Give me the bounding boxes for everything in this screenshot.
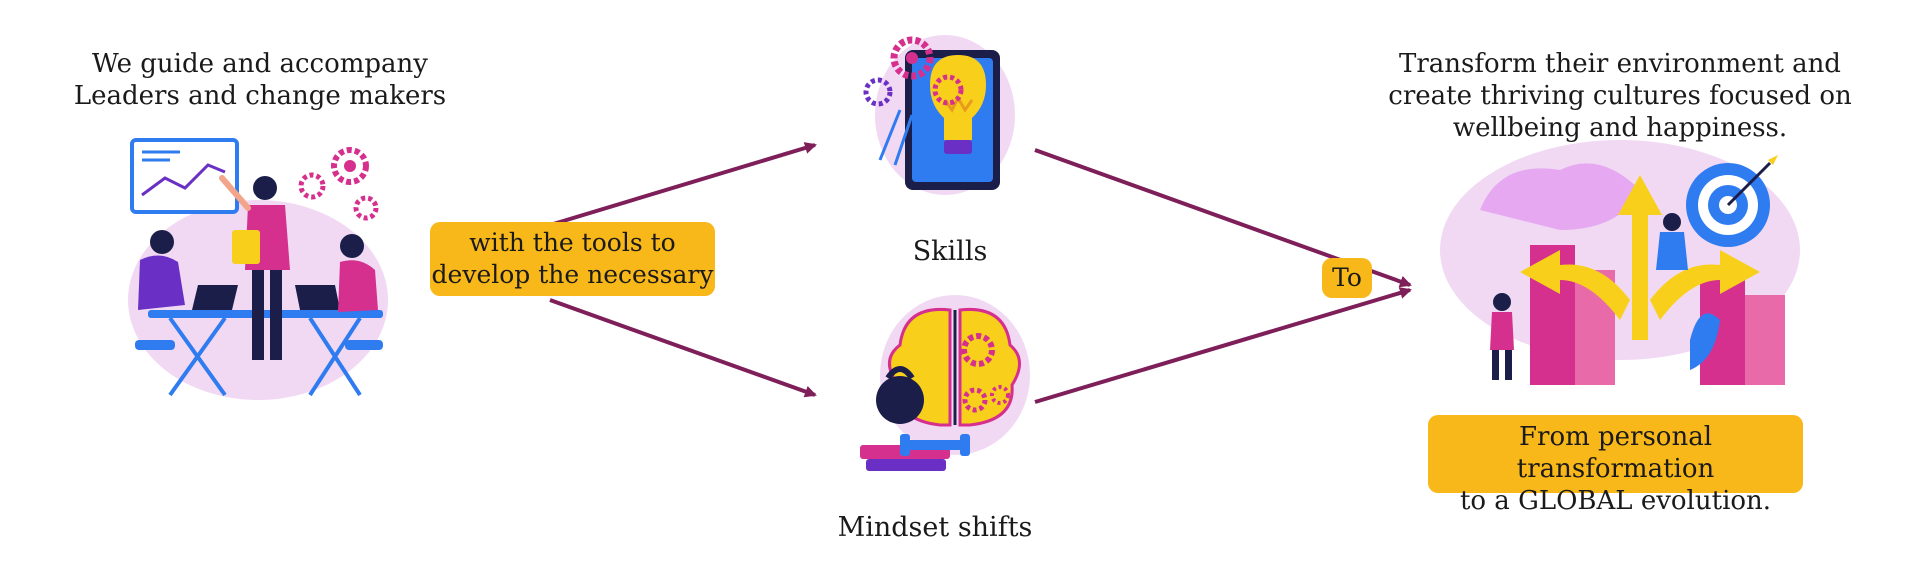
right-caption: Transform their environment and create t… bbox=[1388, 49, 1852, 143]
lightbulb-gears-illustration bbox=[863, 35, 1015, 195]
brain-gears-illustration bbox=[860, 295, 1030, 471]
mindset-shifts-label: Mindset shifts bbox=[837, 512, 1033, 543]
tools-pill: with the tools to develop the necessary bbox=[430, 222, 715, 296]
to-pill: To bbox=[1322, 258, 1372, 298]
flow-arrows bbox=[549, 142, 1412, 404]
arrow-to-mindset bbox=[549, 298, 817, 398]
global-evolution-pill: From personal transformation to a GLOBAL… bbox=[1428, 415, 1803, 516]
city-growth-target-illustration bbox=[1440, 140, 1800, 385]
arrow-to-skills bbox=[549, 142, 817, 227]
left-caption: We guide and accompany Leaders and chang… bbox=[73, 49, 447, 111]
skills-label: Skills bbox=[912, 236, 988, 267]
team-meeting-illustration bbox=[128, 138, 388, 400]
arrow-mindset-to-result bbox=[1034, 287, 1412, 404]
